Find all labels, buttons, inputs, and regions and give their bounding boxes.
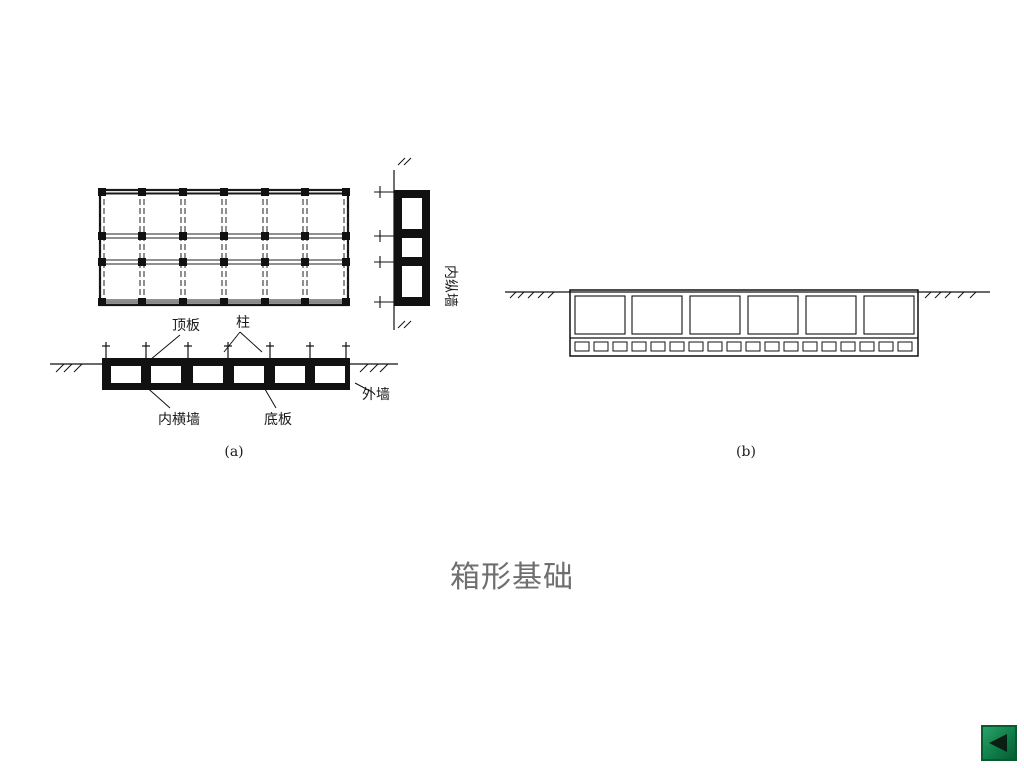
- slide-title: 箱形基础: [450, 560, 574, 595]
- elevation-cell: [315, 366, 345, 383]
- plan-column: [342, 188, 350, 196]
- label-inner-longitudinal-wall: 内纵墙: [442, 265, 458, 307]
- plan-column: [220, 258, 228, 266]
- plan-column: [179, 232, 187, 240]
- lower-cell: [745, 341, 761, 352]
- lower-cell: [802, 341, 818, 352]
- label-bottom-slab: 底板: [264, 412, 292, 428]
- lower-cell: [593, 341, 609, 352]
- side-section: 内纵墙: [374, 157, 458, 330]
- elevation-cell: [193, 366, 223, 383]
- plan-column: [138, 188, 146, 196]
- back-button[interactable]: [981, 725, 1017, 761]
- label-column: 柱: [236, 315, 250, 331]
- lower-cell: [859, 341, 875, 352]
- upper-compartment: [574, 295, 626, 335]
- upper-compartment: [863, 295, 915, 335]
- label-top-slab: 顶板: [172, 318, 200, 334]
- plan-column: [261, 232, 269, 240]
- plan-column: [220, 298, 228, 306]
- plan-column: [138, 258, 146, 266]
- plan-column: [261, 258, 269, 266]
- figure-a-caption: (a): [224, 444, 243, 460]
- lower-cell: [821, 341, 837, 352]
- lower-cell: [840, 341, 856, 352]
- plan-column: [301, 258, 309, 266]
- plan-column: [138, 232, 146, 240]
- plan-column: [301, 232, 309, 240]
- lower-cell: [897, 341, 913, 352]
- elevation-cell: [151, 366, 181, 383]
- elevation-cell: [111, 366, 141, 383]
- lower-cell: [878, 341, 894, 352]
- lower-cell: [612, 341, 628, 352]
- lower-cell: [650, 341, 666, 352]
- elevation-view: 顶板 柱 外墙 内横墙 底板 (a): [50, 315, 398, 460]
- lower-cell: [688, 341, 704, 352]
- plan-column: [301, 188, 309, 196]
- plan-column: [98, 258, 106, 266]
- plan-column: [342, 258, 350, 266]
- plan-column: [138, 298, 146, 306]
- figure-b-section: (b): [505, 289, 990, 460]
- plan-column: [179, 258, 187, 266]
- plan-column: [261, 298, 269, 306]
- upper-compartment: [747, 295, 799, 335]
- elevation-cell: [275, 366, 305, 383]
- label-outer-wall: 外墙: [362, 387, 390, 403]
- plan-column: [179, 298, 187, 306]
- plan-column: [220, 232, 228, 240]
- plan-view: [98, 188, 350, 307]
- lower-cell: [707, 341, 723, 352]
- plan-column: [98, 298, 106, 306]
- plan-column: [179, 188, 187, 196]
- label-inner-transverse-wall: 内横墙: [158, 412, 200, 428]
- upper-compartment: [689, 295, 741, 335]
- figure-b-caption: (b): [736, 444, 756, 460]
- upper-compartment: [631, 295, 683, 335]
- plan-column: [220, 188, 228, 196]
- elevation-cell: [234, 366, 264, 383]
- plan-column: [342, 298, 350, 306]
- upper-compartment: [805, 295, 857, 335]
- lower-cell: [783, 341, 799, 352]
- lower-cell: [764, 341, 780, 352]
- lower-cell: [574, 341, 590, 352]
- plan-column: [98, 232, 106, 240]
- lower-cell: [726, 341, 742, 352]
- lower-cell: [669, 341, 685, 352]
- plan-column: [342, 232, 350, 240]
- plan-column: [301, 298, 309, 306]
- plan-column: [98, 188, 106, 196]
- triangle-left-icon: [989, 734, 1007, 752]
- lower-cell: [631, 341, 647, 352]
- plan-column: [261, 188, 269, 196]
